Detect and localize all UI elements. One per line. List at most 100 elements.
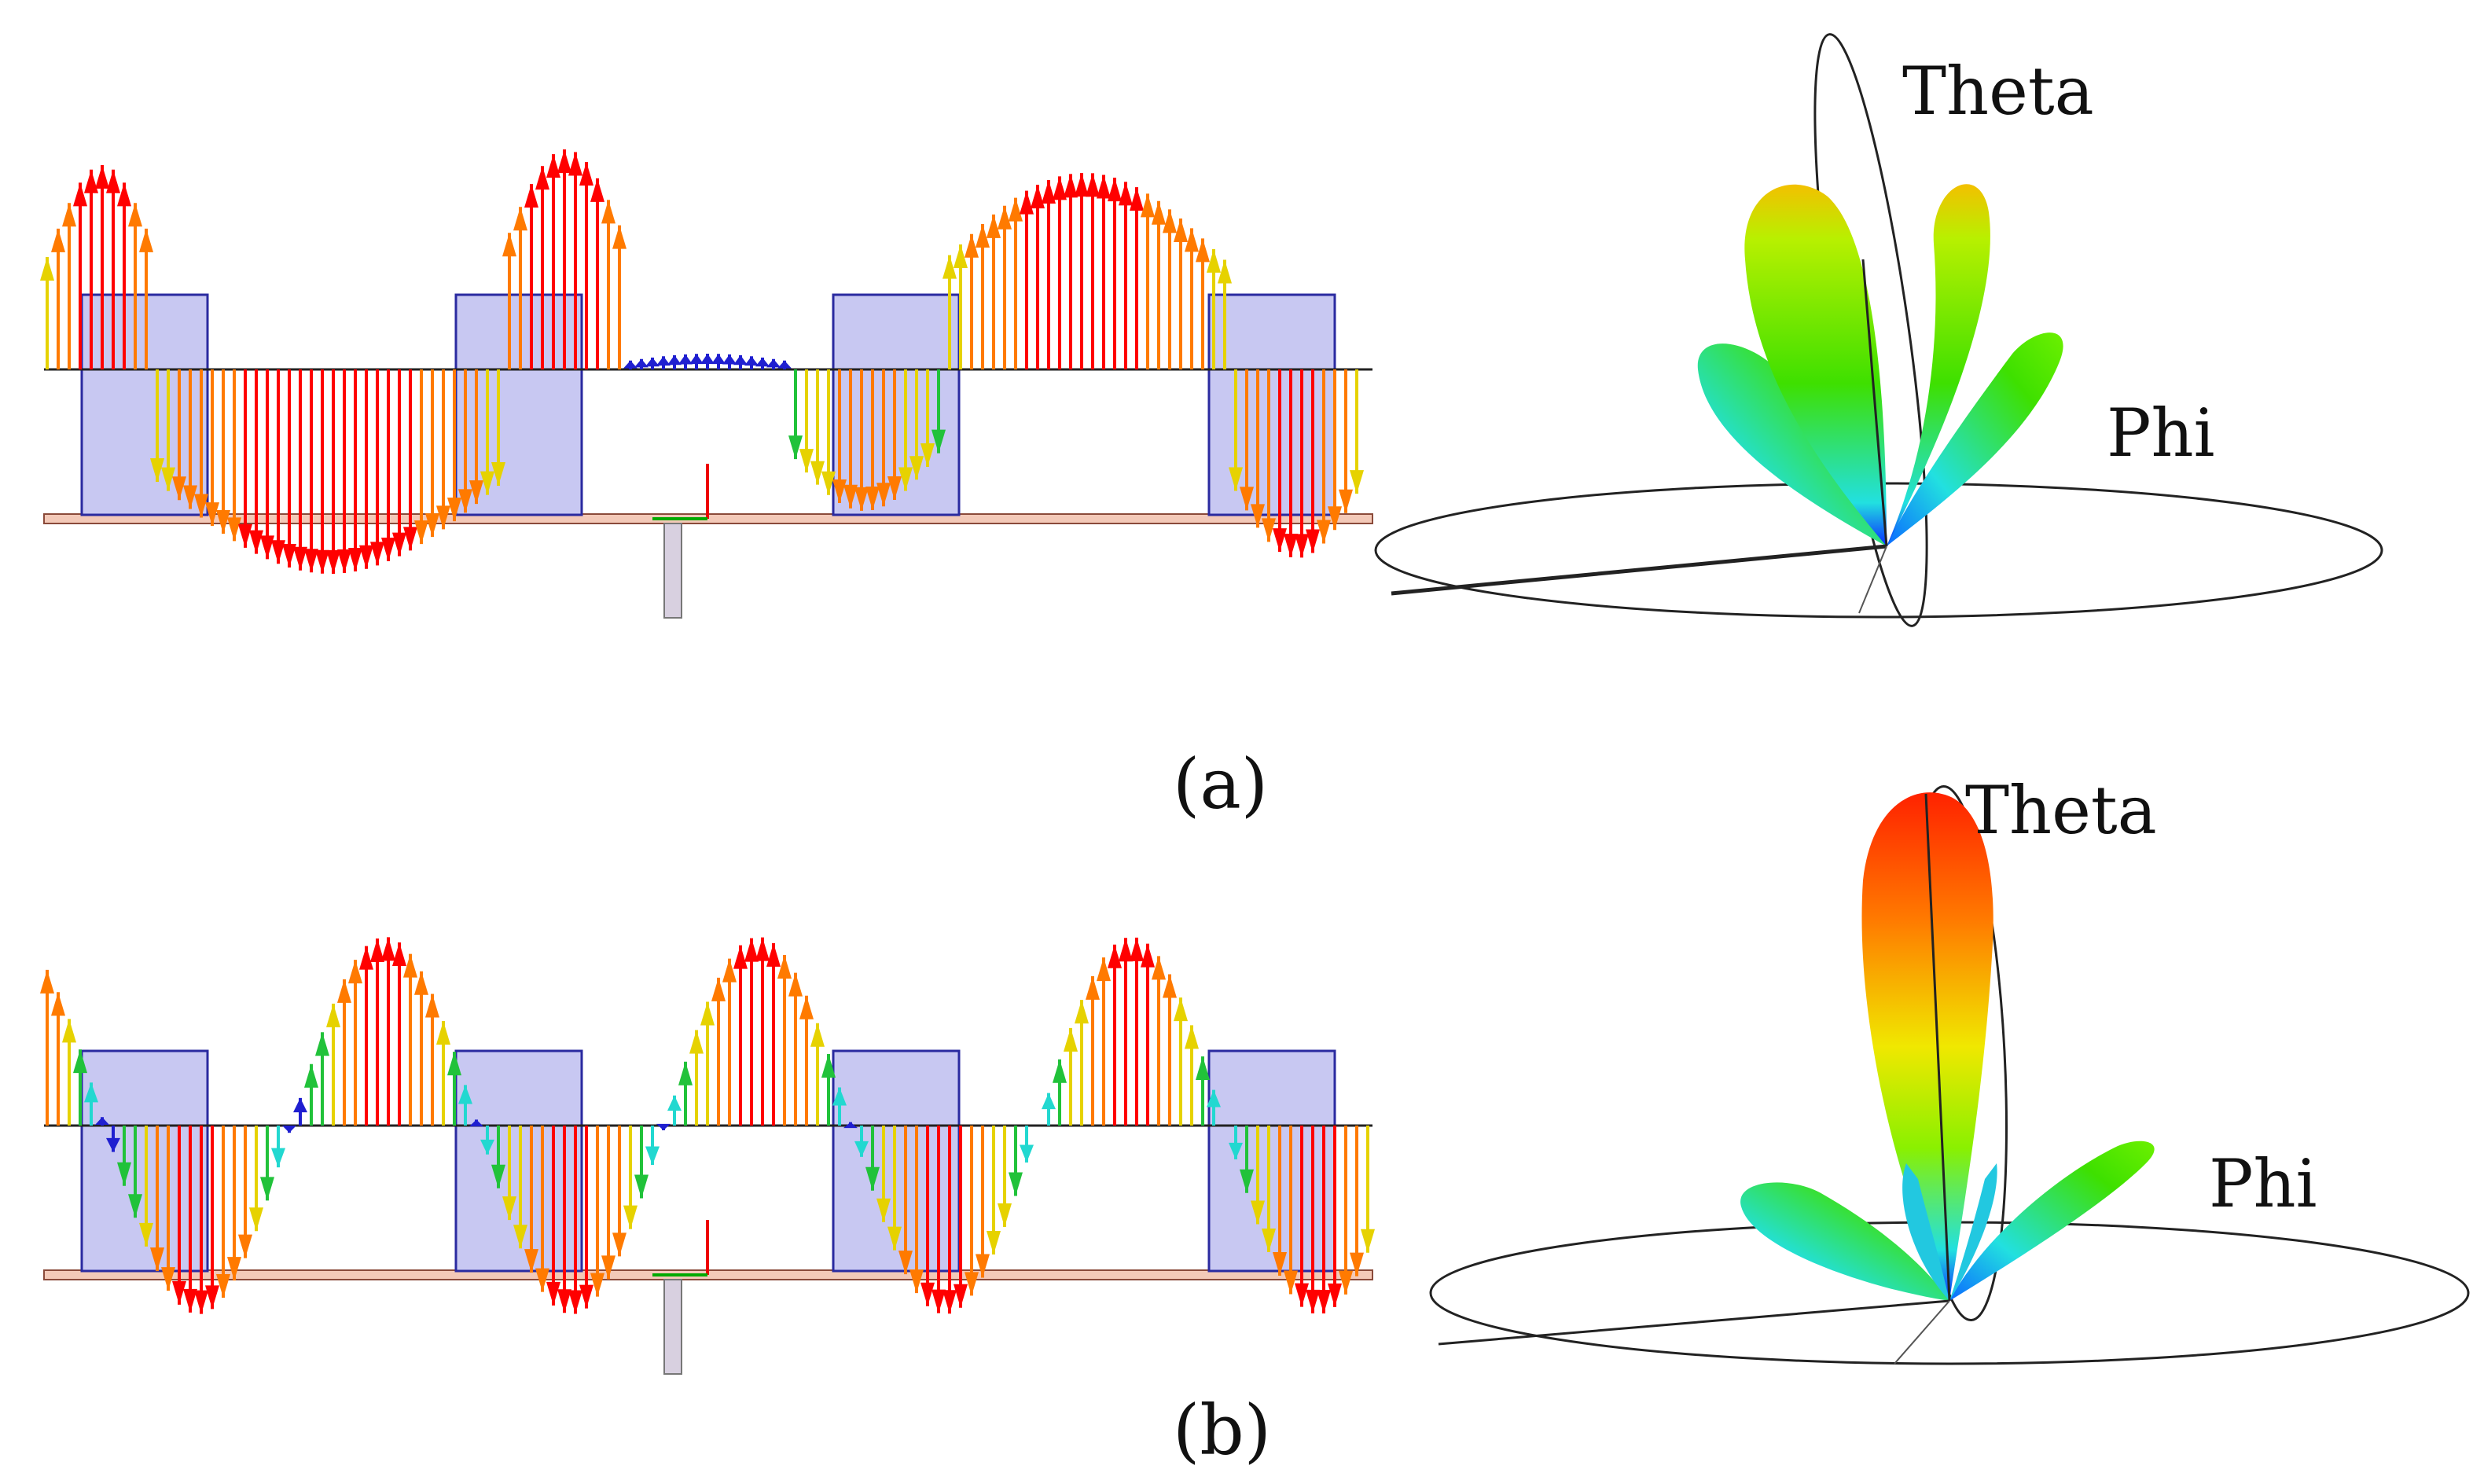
arrow-head	[987, 1231, 1001, 1255]
arrow-head	[590, 1273, 604, 1297]
arrow-head	[392, 532, 406, 556]
main-lobe-left-a	[1744, 184, 1887, 546]
arrow-head	[799, 449, 814, 473]
arrow-head	[370, 542, 384, 566]
arrow-head	[40, 257, 54, 281]
arrow-head	[998, 205, 1012, 230]
arrow-head	[51, 992, 65, 1016]
arrow-head	[711, 354, 726, 365]
theta-label-b: Theta	[1965, 772, 2157, 849]
arrow-head	[810, 1023, 825, 1047]
arrow-head	[1119, 938, 1133, 962]
arrow-head	[282, 544, 296, 568]
arrow-head	[1207, 1089, 1221, 1107]
arrow-head	[84, 169, 98, 193]
arrow-head	[755, 357, 770, 367]
arrow-head	[623, 360, 638, 369]
arrow-head	[1097, 957, 1111, 982]
arrow-head	[1064, 1027, 1078, 1052]
y-axis-b	[1894, 1300, 1950, 1365]
arrow-head	[689, 1030, 704, 1054]
arrow-head	[73, 182, 87, 207]
arrow-head	[238, 523, 252, 548]
arrow-head	[1196, 238, 1210, 263]
arrow-head	[62, 1019, 76, 1043]
arrow-head	[524, 1249, 538, 1273]
arrow-head	[436, 505, 450, 530]
arrow-head	[293, 1097, 307, 1113]
arrow-head	[601, 1255, 615, 1280]
arrow-head	[898, 467, 913, 491]
arrow-head	[1097, 174, 1111, 199]
arrow-head	[535, 1268, 549, 1292]
arrow-head	[172, 1280, 186, 1305]
arrow-head	[359, 545, 373, 569]
arrow-head	[1086, 173, 1100, 197]
arrow-head	[832, 1087, 847, 1106]
arrow-head	[337, 549, 351, 574]
arrow-head	[733, 354, 748, 365]
arrow-head	[205, 1285, 219, 1310]
arrow-head	[1339, 1270, 1353, 1295]
arrow-head	[1152, 956, 1166, 980]
arrow-head	[1350, 470, 1364, 494]
arrow-head	[1361, 1229, 1375, 1253]
arrow-head	[513, 207, 527, 231]
arrow-head	[183, 485, 197, 509]
radiation-pattern-b: Theta Phi	[1429, 772, 2470, 1365]
arrow-head	[932, 429, 946, 454]
arrow-head	[887, 476, 902, 500]
arrow-head	[1328, 506, 1342, 531]
theta-label-a: Theta	[1902, 53, 2094, 130]
arrow-head	[843, 1122, 858, 1129]
arrow-head	[403, 953, 417, 978]
arrow-head	[260, 535, 274, 560]
arrow-head	[865, 1166, 880, 1191]
arrow-head	[943, 255, 957, 279]
arrow-head	[1273, 1252, 1287, 1276]
arrow-head	[205, 502, 219, 527]
arrow-head	[590, 178, 604, 202]
arrow-head	[161, 467, 175, 491]
arrow-head	[711, 977, 726, 1001]
arrow-head	[634, 1174, 649, 1199]
arrow-head	[612, 225, 627, 249]
arrow-head	[194, 1290, 208, 1314]
arrow-head	[1251, 1200, 1265, 1225]
arrows-a	[40, 149, 1364, 574]
arrow-head	[1086, 975, 1100, 1000]
arrow-head	[1240, 487, 1254, 511]
feed-post	[663, 523, 682, 619]
arrow-head	[909, 1269, 924, 1294]
arrow-head	[348, 547, 362, 571]
arrow-head	[95, 1117, 109, 1126]
arrow-head	[1075, 173, 1089, 197]
arrow-head	[381, 937, 395, 961]
arrow-head	[1064, 174, 1078, 198]
arrow-head	[1262, 518, 1276, 542]
arrow-head	[381, 538, 395, 562]
arrow-head	[249, 530, 263, 554]
arrow-head	[425, 513, 439, 538]
arrow-head	[502, 233, 516, 257]
arrow-head	[172, 476, 186, 501]
current-distribution-a	[40, 149, 1373, 619]
arrow-head	[227, 517, 241, 542]
arrow-head	[1108, 178, 1122, 202]
arrow-head	[1328, 1283, 1342, 1307]
arrow-head	[1251, 504, 1265, 528]
arrow-head	[183, 1288, 197, 1313]
side-lobe-right-a	[1887, 332, 2063, 546]
arrow-head	[392, 942, 406, 967]
arrow-head	[568, 152, 582, 176]
arrow-head	[1174, 218, 1188, 242]
arrow-head	[216, 1274, 230, 1298]
arrow-head	[854, 487, 869, 511]
arrow-head	[645, 357, 660, 367]
x-axis-a	[1391, 544, 1887, 596]
arrow-head	[766, 942, 781, 967]
arrow-head	[1141, 943, 1155, 968]
arrow-head	[1075, 1000, 1089, 1024]
arrow-head	[976, 1254, 990, 1278]
arrow-head	[1196, 1056, 1210, 1080]
